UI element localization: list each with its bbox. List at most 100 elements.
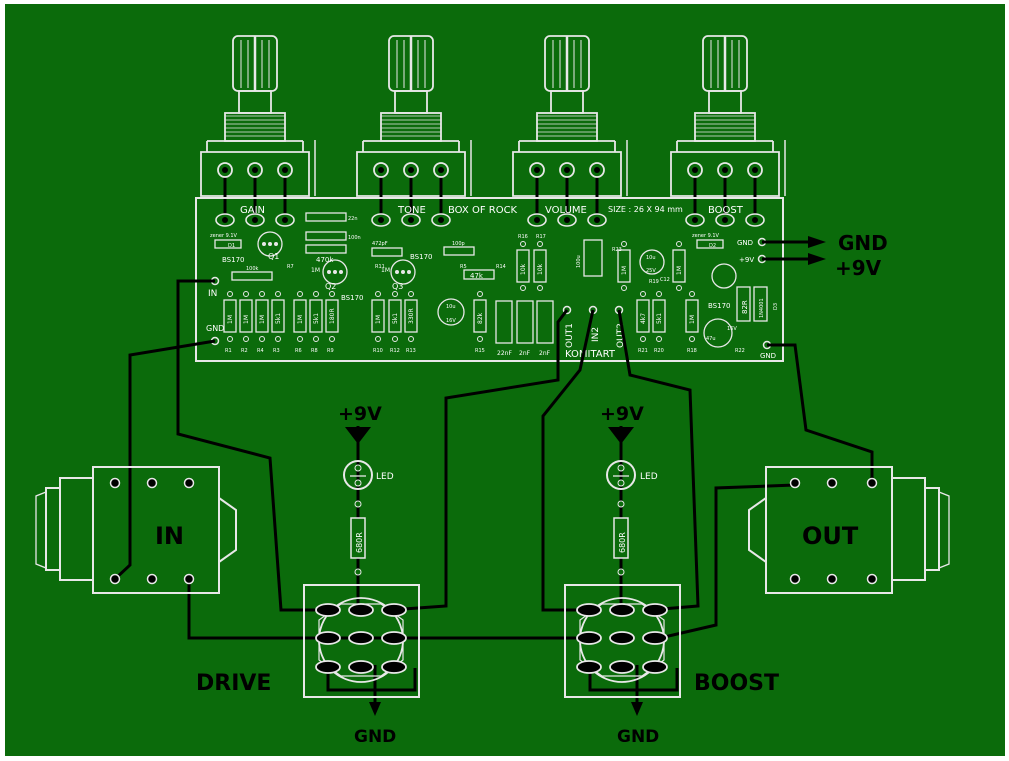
cap-22nf <box>495 300 513 344</box>
led-left <box>343 460 373 490</box>
svg-text:R13: R13 <box>406 348 416 354</box>
board-background <box>5 4 1005 756</box>
svg-text:16V: 16V <box>446 318 456 324</box>
svg-text:2nF: 2nF <box>539 350 551 357</box>
bs170-q1: BS170 <box>222 256 244 264</box>
cap-10u-16v <box>437 298 465 326</box>
svg-text:47u: 47u <box>706 336 716 342</box>
svg-text:R19: R19 <box>649 279 659 285</box>
pcb-size: SIZE : 26 X 94 mm <box>608 205 683 214</box>
svg-text:1M: 1M <box>243 315 250 324</box>
svg-text:100n: 100n <box>348 235 361 241</box>
svg-text:100k: 100k <box>246 266 259 272</box>
pad-label-in2: IN2 <box>591 327 601 342</box>
svg-text:R4: R4 <box>257 348 264 354</box>
svg-text:22nF: 22nF <box>497 350 512 357</box>
pot-volume <box>512 35 628 218</box>
gnd-left-label: GND <box>354 727 396 747</box>
arrow-9v <box>808 253 826 265</box>
svg-text:R10: R10 <box>373 348 383 354</box>
resistor-680r-right <box>613 500 629 576</box>
diode-d1 <box>214 239 242 249</box>
arrow-gnd <box>808 236 826 248</box>
svg-text:D1: D1 <box>228 243 235 249</box>
svg-text:R15: R15 <box>475 348 485 354</box>
svg-text:5k1: 5k1 <box>656 313 663 324</box>
svg-text:1M: 1M <box>621 266 628 275</box>
svg-text:1M: 1M <box>689 315 696 324</box>
svg-text:C12: C12 <box>660 277 670 283</box>
jack-in <box>35 466 237 594</box>
pot-tone <box>356 35 472 218</box>
resistor-680r-left <box>350 500 366 576</box>
svg-text:16V: 16V <box>727 326 737 332</box>
bs170-q3: BS170 <box>410 253 432 261</box>
svg-text:R18: R18 <box>687 348 697 354</box>
transistor-q1: Q1 <box>268 252 279 261</box>
svg-text:1M: 1M <box>375 315 382 324</box>
svg-text:R23: R23 <box>612 247 622 253</box>
svg-text:10k: 10k <box>537 263 544 275</box>
cap-472p <box>371 247 403 257</box>
svg-text:R6: R6 <box>295 348 302 354</box>
svg-text:22n: 22n <box>348 216 358 222</box>
vcc-symbol-left <box>345 427 371 444</box>
svg-text:1M: 1M <box>676 266 683 275</box>
svg-text:R5: R5 <box>460 264 467 270</box>
pot-label-tone: TONE <box>397 205 426 216</box>
pcb-9v-output-label: +9V <box>835 256 882 280</box>
diode-d2 <box>696 239 724 249</box>
pin-in-label: IN <box>208 289 217 299</box>
svg-text:D3: D3 <box>773 303 779 310</box>
cap-2nf-b <box>536 300 554 344</box>
svg-text:R17: R17 <box>536 234 546 240</box>
led-9v-right-label: +9V <box>600 403 644 425</box>
svg-text:25V: 25V <box>646 268 656 274</box>
transistor-q3: Q3 <box>392 282 403 291</box>
svg-text:R11: R11 <box>375 264 385 270</box>
svg-text:82k: 82k <box>477 312 484 324</box>
pcb-gnd-output-label: GND <box>838 231 888 255</box>
svg-text:10k: 10k <box>520 263 527 275</box>
transistor-boost <box>711 263 737 289</box>
res-82r <box>736 286 751 322</box>
svg-text:1M: 1M <box>311 267 320 274</box>
svg-text:100p: 100p <box>452 241 465 247</box>
diode-1n4001 <box>753 286 768 322</box>
svg-text:R12: R12 <box>390 348 400 354</box>
led-9v-left-label: +9V <box>338 403 382 425</box>
pot-label-volume: VOLUME <box>545 205 587 216</box>
svg-text:R14: R14 <box>496 264 506 270</box>
cap-100p <box>443 246 475 256</box>
bs170-q2: BS170 <box>341 294 363 302</box>
pcb-board: GAIN TONE BOX OF ROCK VOLUME SIZE : 26 X… <box>195 197 784 362</box>
svg-text:R3: R3 <box>273 348 280 354</box>
bs170-boost: BS170 <box>708 302 730 310</box>
pot-label-boost: BOOST <box>708 205 744 216</box>
svg-text:100u: 100u <box>576 255 582 268</box>
cap-100u <box>583 239 603 277</box>
cap-100k <box>231 271 273 281</box>
cap-100n <box>305 231 347 241</box>
jack-out <box>748 466 950 594</box>
svg-text:5k1: 5k1 <box>313 313 320 324</box>
zener-left: zener 9.1V <box>210 233 238 239</box>
gnd-right-label: GND <box>617 727 659 747</box>
svg-text:5k1: 5k1 <box>392 313 399 324</box>
footswitch-drive <box>303 584 420 698</box>
drive-label: DRIVE <box>196 671 271 696</box>
boost-label: BOOST <box>694 671 779 696</box>
svg-text:R21: R21 <box>638 348 648 354</box>
led-left-label: LED <box>376 472 394 482</box>
svg-text:10u: 10u <box>646 255 656 261</box>
pot-label-gain: GAIN <box>240 205 265 216</box>
svg-text:10u: 10u <box>446 304 456 310</box>
svg-text:D2: D2 <box>709 243 716 249</box>
svg-text:R2: R2 <box>241 348 248 354</box>
pot-gain <box>200 35 316 218</box>
jack-out-label: OUT <box>802 522 859 550</box>
cap-22n <box>305 212 347 222</box>
svg-text:R8: R8 <box>311 348 318 354</box>
